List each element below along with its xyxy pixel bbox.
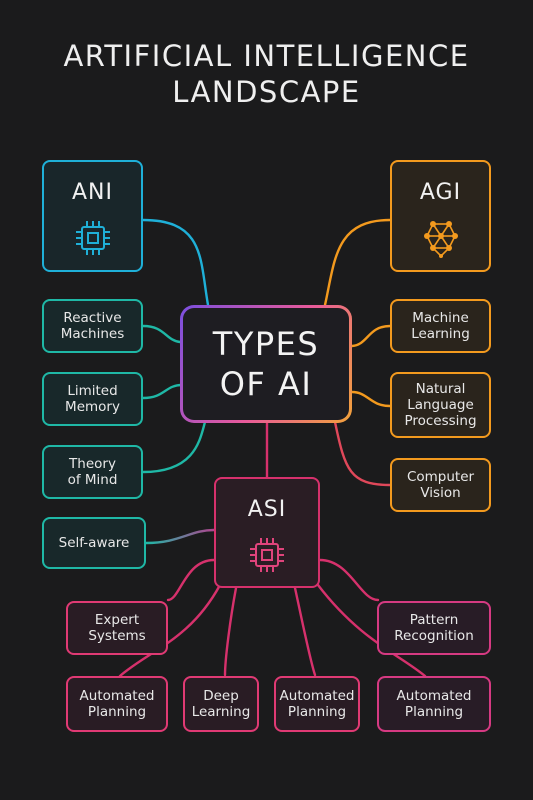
connector-pattern bbox=[318, 558, 380, 602]
branch-automated-planning-3[interactable]: Automated Planning bbox=[377, 676, 491, 732]
agi-node[interactable]: AGI bbox=[390, 160, 491, 272]
branch-machine-learning[interactable]: Machine Learning bbox=[390, 299, 491, 353]
title-line-2: LANDSCAPE bbox=[172, 75, 361, 109]
branch-automated-planning-2[interactable]: Automated Planning bbox=[274, 676, 360, 732]
connector-limited bbox=[141, 383, 184, 400]
connector-autoplan2 bbox=[293, 586, 317, 677]
types-of-ai-center-node[interactable]: TYPES OF AI bbox=[180, 305, 352, 423]
branch-reactive-machines[interactable]: Reactive Machines bbox=[42, 299, 143, 353]
branch-deep-learning[interactable]: Deep Learning bbox=[183, 676, 259, 732]
branch-expert-systems[interactable]: Expert Systems bbox=[66, 601, 168, 655]
branch-computer-vision[interactable]: Computer Vision bbox=[390, 458, 491, 512]
connector-agi-center bbox=[323, 218, 392, 307]
ani-node[interactable]: ANI bbox=[42, 160, 143, 272]
agi-label: AGI bbox=[419, 180, 462, 205]
asi-node[interactable]: ASI bbox=[214, 477, 320, 588]
branch-self-aware[interactable]: Self-aware bbox=[42, 517, 146, 569]
connector-ml bbox=[350, 324, 392, 348]
asi-label: ASI bbox=[247, 497, 287, 522]
microchip-icon bbox=[250, 538, 284, 572]
ani-label: ANI bbox=[72, 180, 113, 205]
branch-theory-of-mind[interactable]: Theory of Mind bbox=[42, 445, 143, 499]
connector-ani-center bbox=[141, 218, 210, 307]
page-title: ARTIFICIAL INTELLIGENCE LANDSCAPE bbox=[0, 38, 533, 110]
microchip-icon bbox=[75, 221, 110, 255]
branch-pattern-recognition[interactable]: Pattern Recognition bbox=[377, 601, 491, 655]
connector-selfaware bbox=[144, 528, 216, 545]
connector-autoplan1 bbox=[118, 583, 222, 678]
branch-automated-planning-1[interactable]: Automated Planning bbox=[66, 676, 168, 732]
neural-network-icon bbox=[423, 221, 458, 258]
connector-expert bbox=[166, 558, 216, 602]
connector-deep bbox=[223, 586, 238, 677]
connector-cv bbox=[333, 420, 392, 487]
connector-reactive bbox=[141, 324, 182, 344]
title-line-1: ARTIFICIAL INTELLIGENCE bbox=[63, 39, 470, 73]
connector-nlp bbox=[350, 390, 392, 408]
branch-limited-memory[interactable]: Limited Memory bbox=[42, 372, 143, 426]
connector-theory bbox=[141, 420, 207, 474]
branch-natural-language-processing[interactable]: Natural Language Processing bbox=[390, 372, 491, 438]
